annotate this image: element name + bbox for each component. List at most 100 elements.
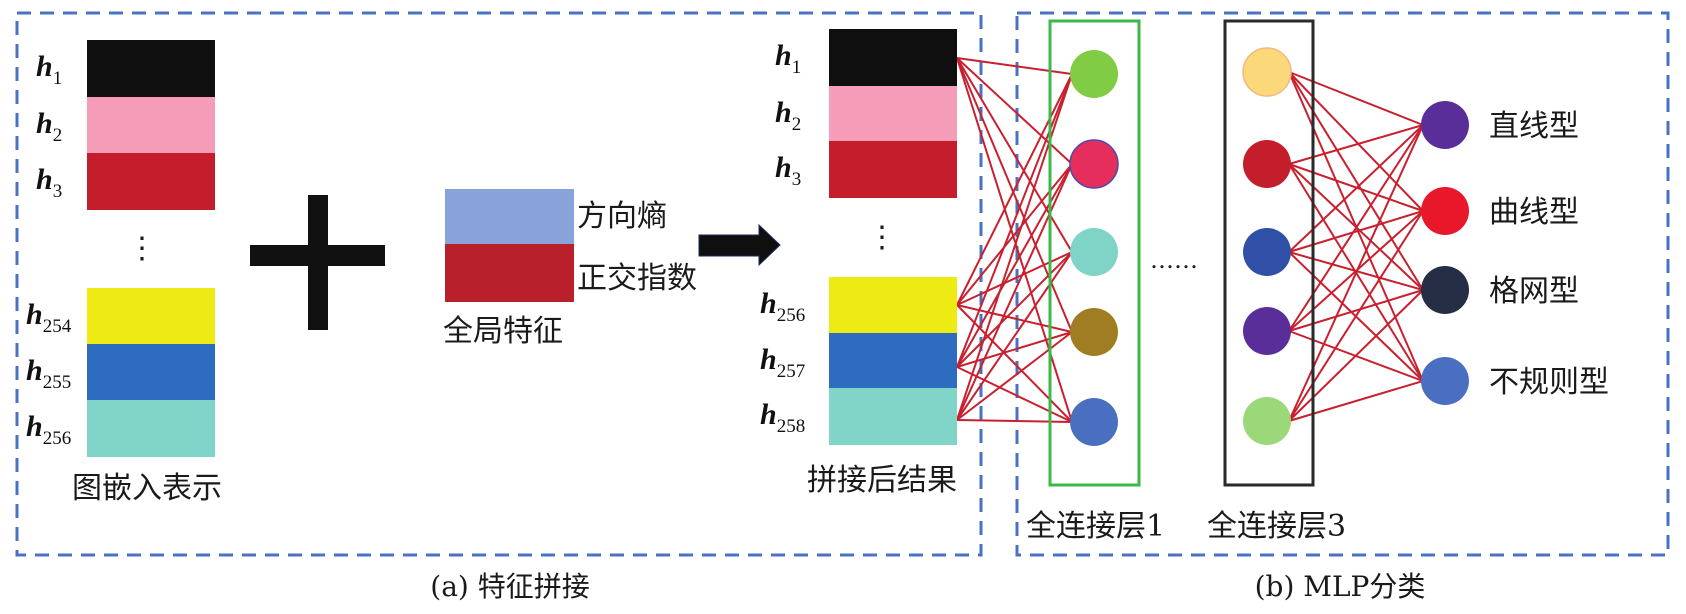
concatenated-label-h258: h258 [760,398,805,437]
global-feature-row [445,189,574,244]
concatenated-row-h257 [829,333,957,390]
global-features-title: 全局特征 [443,314,563,349]
output-label: 曲线型 [1489,195,1579,230]
layer1-node [1070,398,1118,446]
edge-layer3-to-output [1288,210,1424,422]
global-feature-label: 正交指数 [577,261,697,296]
edge-input-to-layer1 [956,251,1073,368]
edge-input-to-layer1 [956,57,1073,75]
fc-layer-1-title: 全连接层1 [1026,509,1165,544]
edge-input-to-layer1 [956,304,1073,423]
edge-input-to-layer1 [956,163,1073,421]
arrow-right-icon [698,223,781,267]
edge-layer3-to-output [1288,124,1424,332]
concatenated-row-h2 [829,86,957,143]
caption-a: (a) 特征拼接 [430,570,589,603]
edge-input-to-layer1 [956,73,1073,306]
concatenated-ellipsis: ⋮ [867,220,897,255]
output-node [1421,357,1469,405]
edge-input-to-layer1 [956,57,1073,165]
embedding-stack: h1 h2 h3 h254 h255 h256 [26,40,215,457]
edge-layer3-to-output [1288,210,1424,253]
edge-input-to-layer1 [956,419,1073,423]
concatenated-title: 拼接后结果 [807,463,957,498]
edge-input-to-layer1 [956,304,1073,333]
edge-layer3-to-output [1288,124,1424,253]
layer1-node [1070,50,1118,98]
embedding-label-h255: h255 [26,354,71,393]
concatenated-label-h257: h257 [760,343,805,382]
edge-input-to-layer1 [956,73,1073,368]
embedding-label-h256: h256 [26,410,71,449]
embedding-row-h2 [87,97,215,154]
embedding-ellipsis: ⋮ [127,231,157,266]
edge-input-to-layer1 [956,57,1073,253]
global-feature-label: 方向熵 [577,199,667,234]
embedding-label-h2: h2 [36,107,62,146]
output-label: 格网型 [1489,274,1579,309]
embedding-row-h255 [87,344,215,401]
global-feature-row [445,244,574,302]
embedding-row-h254 [87,288,215,345]
layer1-node [1070,308,1118,356]
edge-layer3-to-output [1288,289,1424,422]
fc-layer-1-box [1048,19,1141,487]
output-node [1421,266,1469,314]
panel-a-border [15,11,983,557]
layer-ellipsis: …… [1150,246,1198,274]
output-label: 直线型 [1489,109,1579,144]
concatenated-stack: h1 h2 h3 h256 h257 h258 [760,29,957,445]
concatenated-row-h258 [829,388,957,445]
edge-layer3-to-output [1288,71,1424,212]
embedding-label-h1: h1 [36,50,62,89]
plus-icon [250,195,385,330]
embedding-row-h3 [87,153,215,210]
edge-layer3-to-output [1288,124,1424,422]
layer3-node [1243,307,1291,355]
concatenated-label-h1: h1 [775,39,801,78]
output-node [1421,101,1469,149]
concatenated-row-h256 [829,277,957,334]
embedding-title: 图嵌入表示 [72,471,222,506]
edge-input-to-layer1 [956,163,1073,306]
edge-layer3-to-output [1288,380,1424,422]
concatenated-label-h2: h2 [775,96,801,135]
panel-b-border [1015,11,1670,557]
embedding-label-h3: h3 [36,163,62,202]
embedding-row-h1 [87,40,215,97]
output-label: 不规则型 [1489,365,1609,400]
embedding-row-h256 [87,400,215,457]
fc-layer-3-nodes [1242,47,1292,445]
layer1-node [1069,139,1119,189]
network-edges [956,57,1424,423]
fc-layer-1-nodes [1069,50,1119,446]
layer3-node [1243,140,1291,188]
layer3-node [1243,228,1291,276]
edge-layer3-to-output [1288,71,1424,126]
concatenated-row-h3 [829,141,957,198]
edge-input-to-layer1 [956,73,1073,421]
layer3-node [1242,47,1292,97]
layer1-node [1070,228,1118,276]
concatenated-label-h256: h256 [760,287,805,326]
edge-layer3-to-output [1288,71,1424,291]
edge-input-to-layer1 [956,57,1073,423]
layer3-node [1243,397,1291,445]
caption-b: (b) MLP分类 [1255,570,1426,603]
edge-layer3-to-output [1288,289,1424,332]
edge-input-to-layer1 [956,331,1073,421]
edge-input-to-layer1 [956,251,1073,421]
concatenated-label-h3: h3 [775,151,801,190]
fc-layer-3-title: 全连接层3 [1207,509,1346,544]
edge-input-to-layer1 [956,251,1073,306]
fc-layer-3-box [1223,19,1315,487]
edge-input-to-layer1 [956,163,1073,368]
edge-layer3-to-output [1288,124,1424,165]
embedding-label-h254: h254 [26,298,72,337]
output-node [1421,187,1469,235]
edge-input-to-layer1 [956,57,1073,333]
concatenated-row-h1 [829,29,957,86]
